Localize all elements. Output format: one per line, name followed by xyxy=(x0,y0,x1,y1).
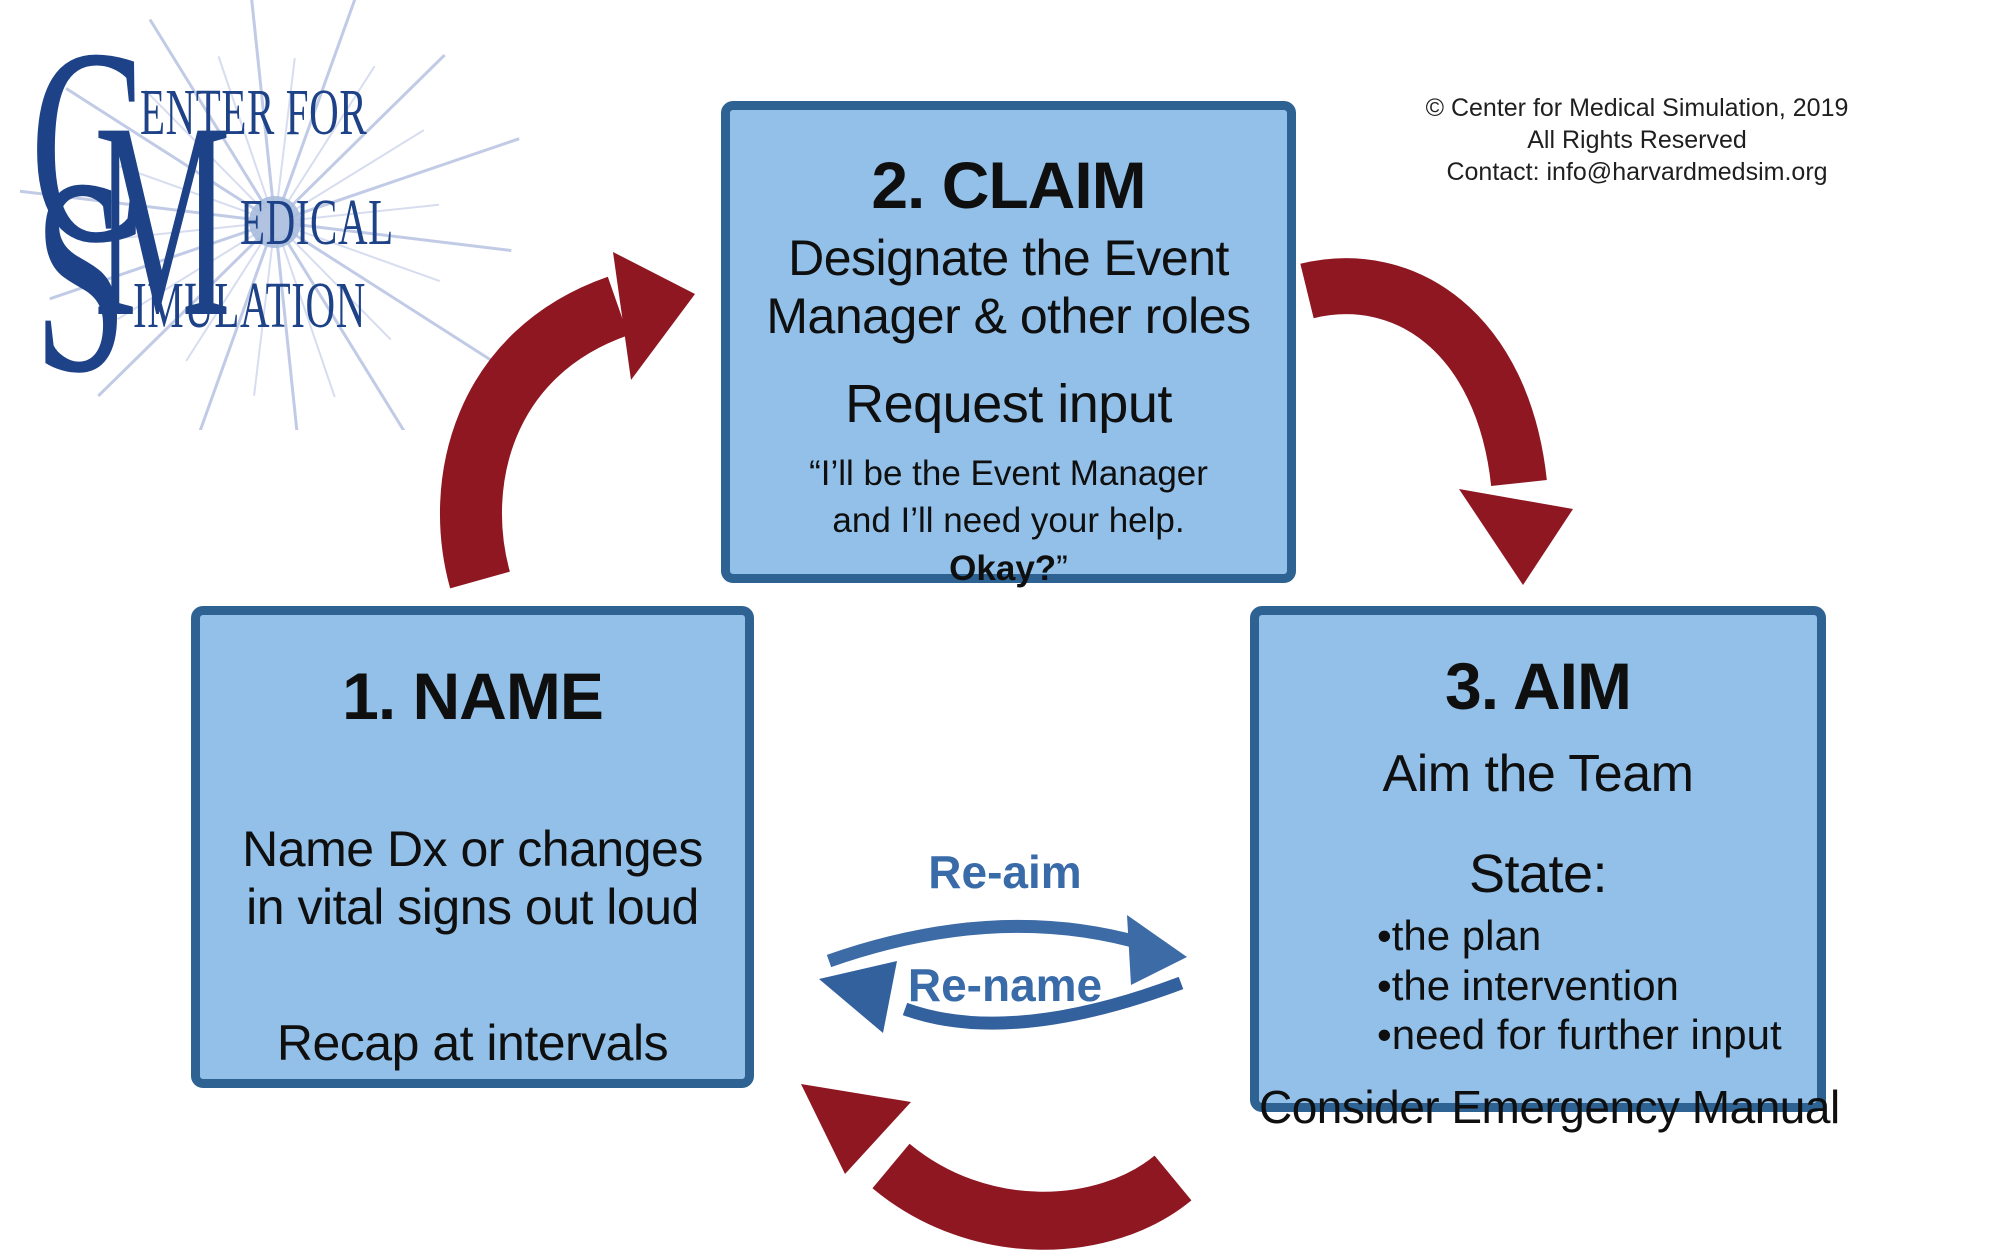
starburst-ray xyxy=(97,232,265,398)
claim-quote-line: and I’ll need your help. xyxy=(832,501,1185,541)
starburst-ray xyxy=(282,234,406,430)
aim-bullet-item: •the intervention xyxy=(1377,961,1817,1011)
re-cycle-arrows xyxy=(819,915,1187,1033)
starburst-ray xyxy=(119,165,261,218)
bullet-icon: • xyxy=(1377,1011,1392,1059)
starburst-ray xyxy=(275,237,299,430)
aim-state-label: State: xyxy=(1468,843,1608,904)
aim-footer: Consider Emergency Manual xyxy=(1259,1080,1840,1133)
name-body-line: in vital signs out loud xyxy=(246,879,699,936)
bullet-icon: • xyxy=(1377,961,1392,1009)
claim-subtitle-line: Designate the Event xyxy=(788,230,1229,287)
name-footer: Recap at intervals xyxy=(276,1015,669,1072)
starburst-ray xyxy=(117,229,262,321)
starburst-ray xyxy=(49,225,261,301)
aim-bullet-text: the plan xyxy=(1391,912,1542,960)
copyright-notice: © Center for Medical Simulation, 2019 Al… xyxy=(1337,92,1937,188)
starburst-ray xyxy=(278,0,357,208)
arrow-name-to-claim-band xyxy=(440,276,629,589)
starburst-ray xyxy=(289,137,520,219)
starburst-ray xyxy=(217,56,271,208)
arrow-claim-to-aim-band xyxy=(1300,258,1547,487)
starburst-ray xyxy=(279,236,336,398)
name-body-line: Name Dx or changes xyxy=(242,821,703,878)
starburst-ray xyxy=(285,232,392,341)
logo-word-simulation: IMULATION xyxy=(133,269,366,342)
re-aim-arrow-band xyxy=(826,919,1149,968)
copyright-line: © Center for Medical Simulation, 2019 xyxy=(1425,94,1849,122)
starburst-ray xyxy=(289,226,441,283)
aim-box: 3. AIM Aim the Team State: •the plan •th… xyxy=(1250,606,1840,1133)
starburst-ray xyxy=(20,189,260,222)
name-box: 1. NAME Name Dx or changes in vital sign… xyxy=(191,606,754,1088)
claim-action: Request input xyxy=(845,374,1172,435)
contact-line: Contact: info@harvardmedsim.org xyxy=(1446,158,1828,186)
cms-logo: C ENTER FOR M EDICAL S IMULATION xyxy=(20,0,530,430)
starburst-ray xyxy=(287,229,494,363)
arrow-claim-to-aim-head xyxy=(1459,489,1573,585)
aim-subtitle: Aim the Team xyxy=(1382,745,1694,804)
starburst-ray xyxy=(290,222,512,252)
starburst-graphic xyxy=(20,0,520,430)
aim-title: 3. AIM xyxy=(1445,649,1632,723)
starburst-ray xyxy=(275,58,296,207)
logo-initial-m: M xyxy=(94,64,231,375)
claim-quote-okay: Okay? xyxy=(949,549,1057,589)
claim-quote-line: “I’ll be the Event Manager xyxy=(809,453,1208,493)
logo-initial-c: C xyxy=(30,0,146,301)
bullet-icon: • xyxy=(1377,912,1392,960)
aim-bullet-item: •need for further input xyxy=(1377,1010,1817,1060)
claim-box: 2. CLAIM Designate the Event Manager & o… xyxy=(721,101,1296,588)
starburst-ray xyxy=(288,129,425,215)
starburst-ray xyxy=(250,0,275,207)
starburst-ray xyxy=(65,87,263,215)
arrow-aim-to-name-head xyxy=(801,1084,911,1174)
claim-quote: “I’ll be the Event Manager and I’ll need… xyxy=(730,450,1287,593)
claim-title: 2. CLAIM xyxy=(871,148,1146,222)
logo-initial-s: S xyxy=(34,120,128,431)
arrow-aim-to-name-band xyxy=(872,1143,1192,1250)
starburst-ray xyxy=(148,18,268,210)
starburst-ray xyxy=(185,234,268,362)
claim-quote-closequote: ” xyxy=(1056,549,1068,589)
arrow-name-to-claim-head xyxy=(613,252,695,380)
aim-bullet-list: •the plan •the intervention •need for fu… xyxy=(1259,911,1817,1060)
arrow-name-to-claim-icon xyxy=(440,252,695,589)
starburst-ray xyxy=(100,222,260,242)
re-aim-label: Re-aim xyxy=(928,846,1082,898)
starburst-ray xyxy=(285,53,446,212)
re-aim-arrow-head xyxy=(1127,915,1187,985)
name-title: 1. NAME xyxy=(342,659,604,733)
starburst-ray xyxy=(290,203,440,222)
starburst-ray xyxy=(144,89,265,212)
re-name-arrow-head xyxy=(819,961,897,1033)
logo-word-center-for: ENTER FOR xyxy=(140,76,368,149)
re-name-arrow-band xyxy=(902,976,1184,1030)
claim-quote-line: Okay?” xyxy=(730,545,1287,593)
starburst-ray xyxy=(198,236,272,430)
re-name-label: Re-name xyxy=(907,959,1103,1011)
starburst-ray xyxy=(253,237,275,396)
starburst-ray xyxy=(282,65,376,210)
rights-line: All Rights Reserved xyxy=(1527,126,1747,154)
starburst-core xyxy=(249,196,301,248)
aim-bullet-text: the intervention xyxy=(1391,961,1679,1009)
aim-bullet-item: •the plan xyxy=(1377,911,1817,961)
arrow-claim-to-aim-icon xyxy=(1300,258,1573,585)
arrow-aim-to-name-icon xyxy=(801,1084,1192,1250)
logo-word-medical: EDICAL xyxy=(240,186,394,259)
aim-bullet-text: need for further input xyxy=(1391,1011,1782,1059)
claim-subtitle-line: Manager & other roles xyxy=(766,288,1251,345)
